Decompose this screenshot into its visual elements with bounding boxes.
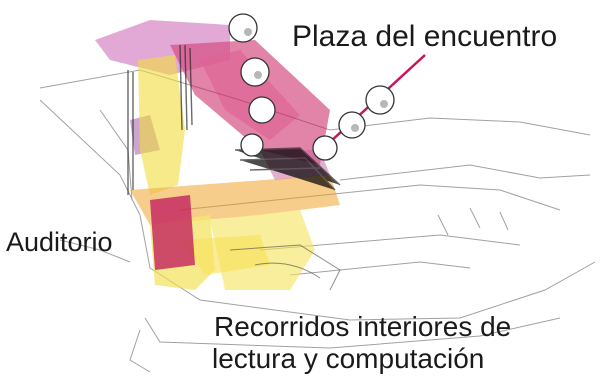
auditorio-label: Auditorio	[6, 227, 113, 257]
plaza-label: Plaza del encuentro	[292, 20, 558, 53]
auditorio-block	[150, 195, 195, 270]
interior-routes	[229, 244, 341, 291]
site-outline	[39, 69, 596, 373]
trees	[228, 13, 395, 161]
building-hatching	[127, 44, 341, 195]
tree-shading	[244, 28, 388, 132]
recorridos-label-line2: lectura y computación	[212, 343, 485, 374]
recorridos-label-line1: Recorridos interiores de	[214, 311, 512, 342]
